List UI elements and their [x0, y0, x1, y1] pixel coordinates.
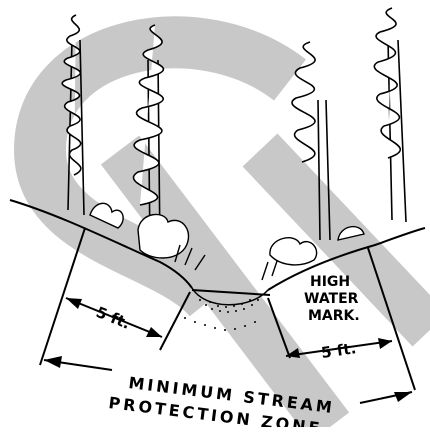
- arrow-right-dim-end: [378, 338, 392, 349]
- left-outer-extension: [40, 228, 85, 365]
- high-water-label-line1: HIGH: [310, 274, 350, 290]
- arrow-zone-end: [394, 392, 412, 402]
- right-dimension-label: 5 ft.: [320, 339, 357, 362]
- arrow-left-dim-start: [66, 298, 82, 309]
- tree-right: [374, 8, 406, 222]
- grass-right: [262, 258, 278, 280]
- high-water-label-line3: MARK.: [308, 308, 360, 324]
- shrub-right-1: [270, 238, 317, 265]
- left-dimension-label: 5 ft.: [94, 303, 133, 333]
- high-water-label-line2: WATER: [304, 291, 359, 307]
- arrow-zone-start: [44, 356, 62, 368]
